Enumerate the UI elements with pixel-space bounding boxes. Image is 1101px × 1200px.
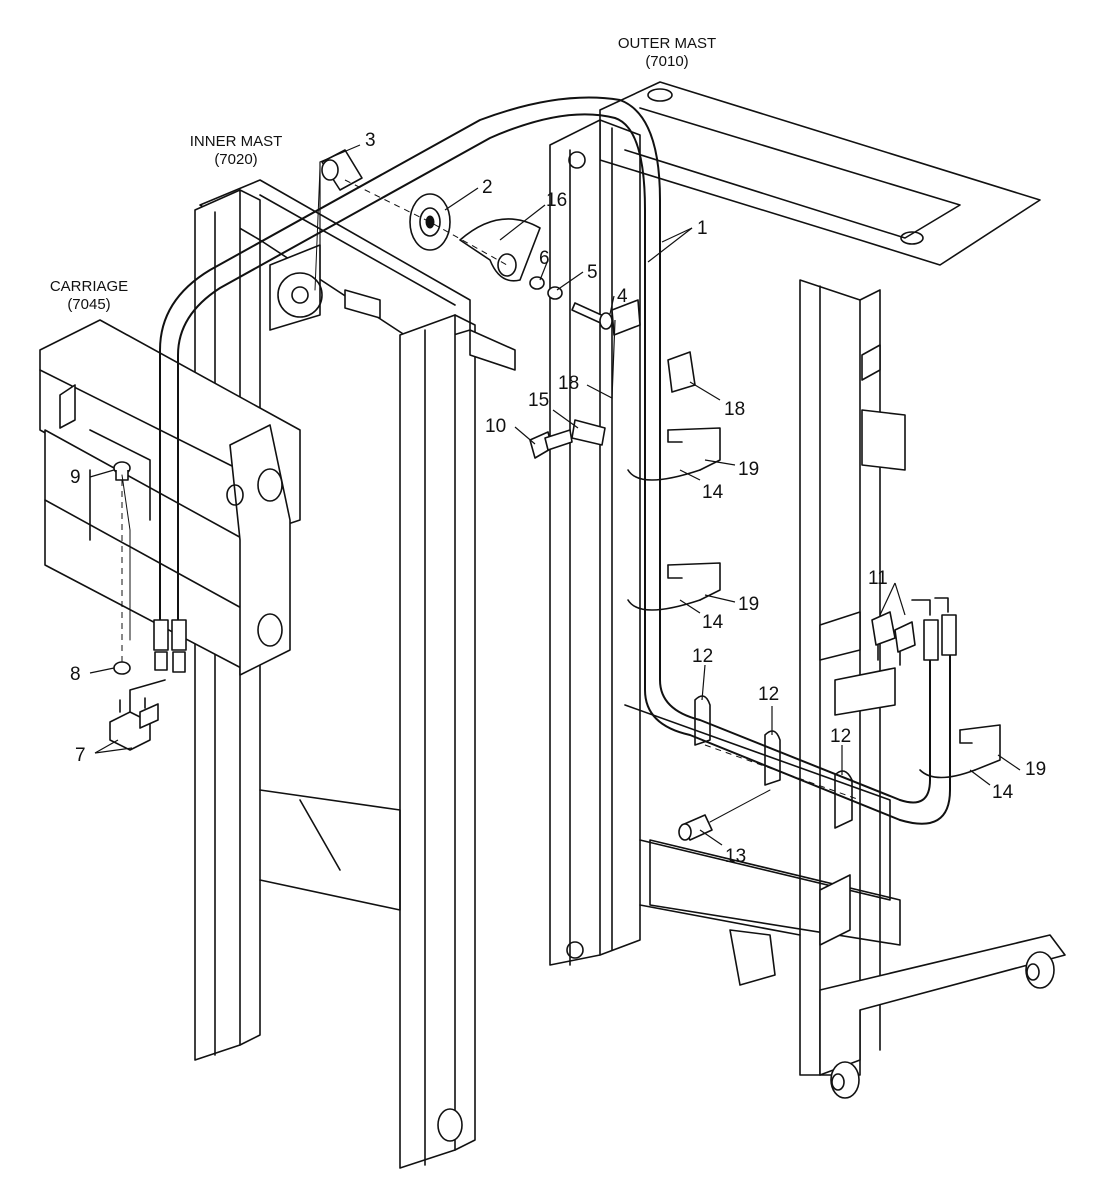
part-callouts: 1 2 3 16 6 5 4 18 18 15 10 19 14 19 14 1…: [70, 130, 1046, 867]
part-10-15-18: [529, 299, 696, 459]
carriage-label: CARRIAGE: [50, 278, 128, 295]
callout-16: 16: [546, 190, 567, 211]
part-12-clamps: [694, 695, 861, 829]
callout-8: 8: [70, 664, 81, 685]
callout-18a: 18: [558, 373, 579, 394]
inner-mast-label: INNER MAST: [190, 133, 283, 150]
callout-14b: 14: [702, 612, 724, 633]
part-7-fittings: [109, 679, 166, 751]
callout-19c: 19: [1025, 759, 1046, 780]
callout-6: 6: [539, 248, 550, 269]
part-11-13: [678, 611, 916, 841]
callout-12a: 12: [692, 646, 713, 667]
callout-9: 9: [70, 467, 81, 488]
callout-1: 1: [697, 218, 708, 239]
hose-assembly: [153, 96, 957, 825]
callout-15: 15: [528, 390, 549, 411]
outer-mast-code: (7010): [645, 53, 688, 70]
callout-12b: 12: [758, 684, 779, 705]
callout-14a: 14: [702, 482, 724, 503]
callout-2: 2: [482, 177, 493, 198]
callout-13: 13: [725, 846, 746, 867]
part-14-19-clamps: [627, 427, 1001, 779]
part-2-3-16-6-5-4: [314, 149, 613, 330]
callout-3: 3: [365, 130, 376, 151]
callout-5: 5: [587, 262, 598, 283]
part-8-9: [113, 461, 131, 675]
carriage: [39, 319, 301, 676]
callout-19b: 19: [738, 594, 759, 615]
callout-4: 4: [617, 286, 628, 307]
callout-11: 11: [868, 568, 888, 589]
outer-mast: [549, 81, 1066, 1099]
assembly-labels: OUTER MAST (7010) INNER MAST (7020) CARR…: [50, 35, 716, 313]
callout-18b: 18: [724, 399, 745, 420]
callout-14c: 14: [992, 782, 1014, 803]
leader-lines: [89, 144, 1021, 846]
callout-7: 7: [75, 745, 86, 766]
callout-12c: 12: [830, 726, 851, 747]
carriage-code: (7045): [67, 296, 110, 313]
callout-10: 10: [485, 416, 506, 437]
inner-mast-code: (7020): [214, 151, 257, 168]
callout-19a: 19: [738, 459, 759, 480]
outer-mast-label: OUTER MAST: [618, 35, 716, 52]
